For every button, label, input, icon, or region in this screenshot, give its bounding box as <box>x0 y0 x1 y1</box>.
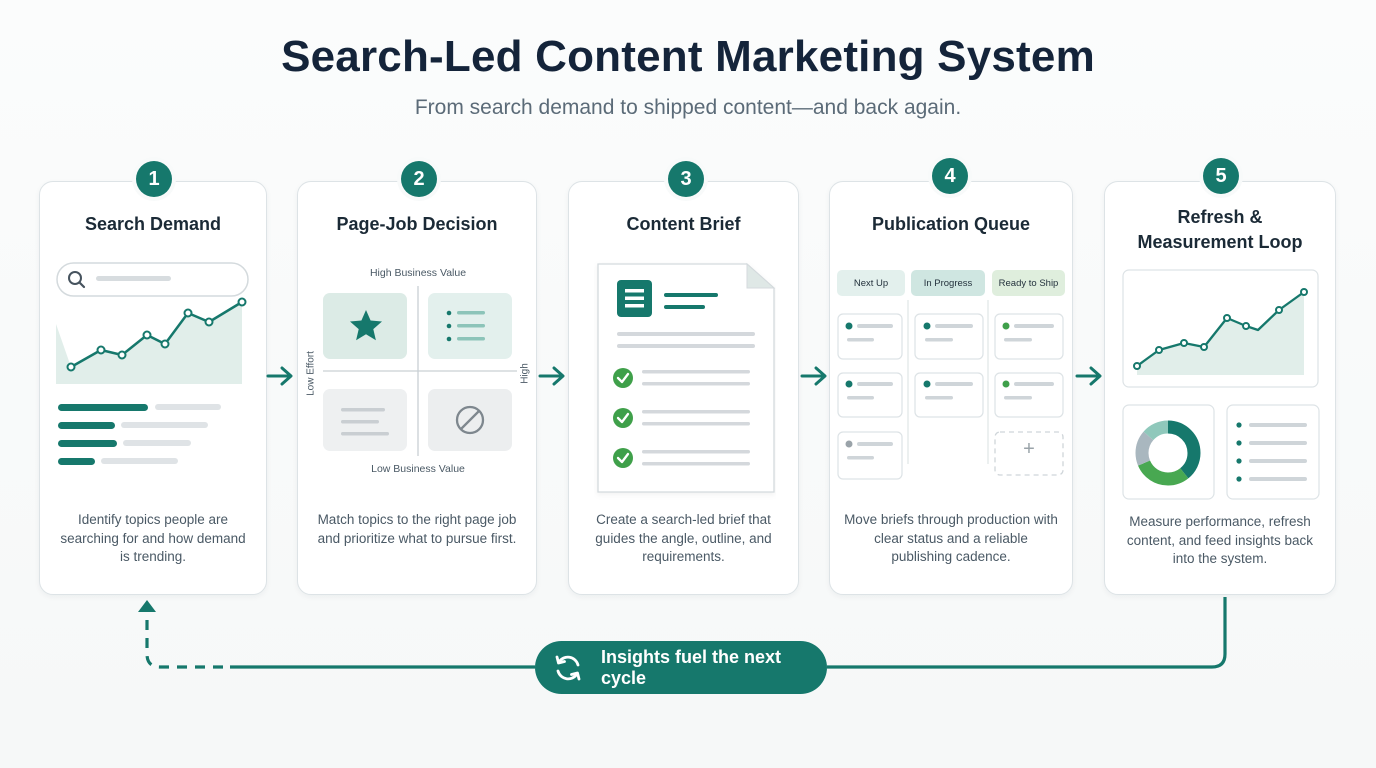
step-title: Refresh & Measurement Loop <box>1137 207 1303 252</box>
step-description: Create a search-led brief that guides th… <box>595 512 772 564</box>
arrow-right-icon <box>538 366 565 386</box>
arrow-right-icon <box>266 366 293 386</box>
arrow-right-icon <box>800 366 827 386</box>
search-demand-illustration <box>56 262 256 497</box>
arrow-right-icon <box>1075 366 1102 386</box>
matrix-bottom-label: Low Business Value <box>371 463 465 475</box>
step-number-badge: 3 <box>668 161 704 197</box>
document-icon <box>617 280 652 317</box>
step-card-content-brief: Content Brief <box>568 181 799 595</box>
step-card-search-demand: Search Demand Identify to <box>39 181 267 595</box>
step-number-badge: 1 <box>136 161 172 197</box>
matrix-top-label: High Business Value <box>369 267 467 279</box>
step-number-badge: 4 <box>932 158 968 194</box>
measurement-dashboard <box>1122 269 1322 509</box>
donut-chart <box>1135 420 1201 486</box>
page-subtitle: From search demand to shipped content—an… <box>414 96 962 119</box>
list-icon <box>446 310 485 342</box>
column-in-progress: In Progress <box>911 270 985 296</box>
refresh-icon <box>555 655 581 681</box>
step-number-badge: 2 <box>401 161 437 197</box>
check-icon <box>613 408 633 428</box>
step-title: Publication Queue <box>871 214 1031 234</box>
add-card-button[interactable]: + <box>1023 438 1035 460</box>
insights-cycle-pill: Insights fuel the next cycle <box>535 641 827 694</box>
step-card-page-job-decision: Page-Job Decision High Business Value Lo… <box>297 181 537 595</box>
step-title: Page-Job Decision <box>336 214 498 234</box>
step-card-refresh-measurement: Refresh & Measurement Loop Measure pe <box>1104 181 1336 595</box>
feedback-loop-line <box>138 597 1227 669</box>
blocked-icon <box>455 405 485 435</box>
step-number-badge: 5 <box>1203 158 1239 194</box>
column-ready-to-ship: Ready to Ship <box>992 270 1065 296</box>
step-title: Search Demand <box>84 214 222 234</box>
insights-cycle-label: Insights fuel the next cycle <box>601 646 782 688</box>
step-card-publication-queue: Publication Queue Next Up In Progress Re… <box>829 181 1073 595</box>
step-description: Measure performance, refresh content, an… <box>1126 514 1314 566</box>
brief-document <box>594 260 776 505</box>
search-icon <box>68 271 86 289</box>
check-icon <box>613 368 633 388</box>
step-description: Match topics to the right page job and p… <box>317 512 517 546</box>
check-icon <box>613 448 633 468</box>
kanban-board: Next Up In Progress Ready to Ship + <box>837 270 1067 490</box>
step-description: Move briefs through production with clea… <box>844 512 1058 564</box>
step-title: Content Brief <box>626 214 741 234</box>
page-title: Search-Led Content Marketing System <box>281 32 1095 81</box>
column-next-up: Next Up <box>837 270 905 296</box>
step-description: Identify topics people are searching for… <box>60 512 246 564</box>
star-icon <box>350 310 382 341</box>
priority-matrix: High Business Value Low Business Value L… <box>301 264 535 480</box>
